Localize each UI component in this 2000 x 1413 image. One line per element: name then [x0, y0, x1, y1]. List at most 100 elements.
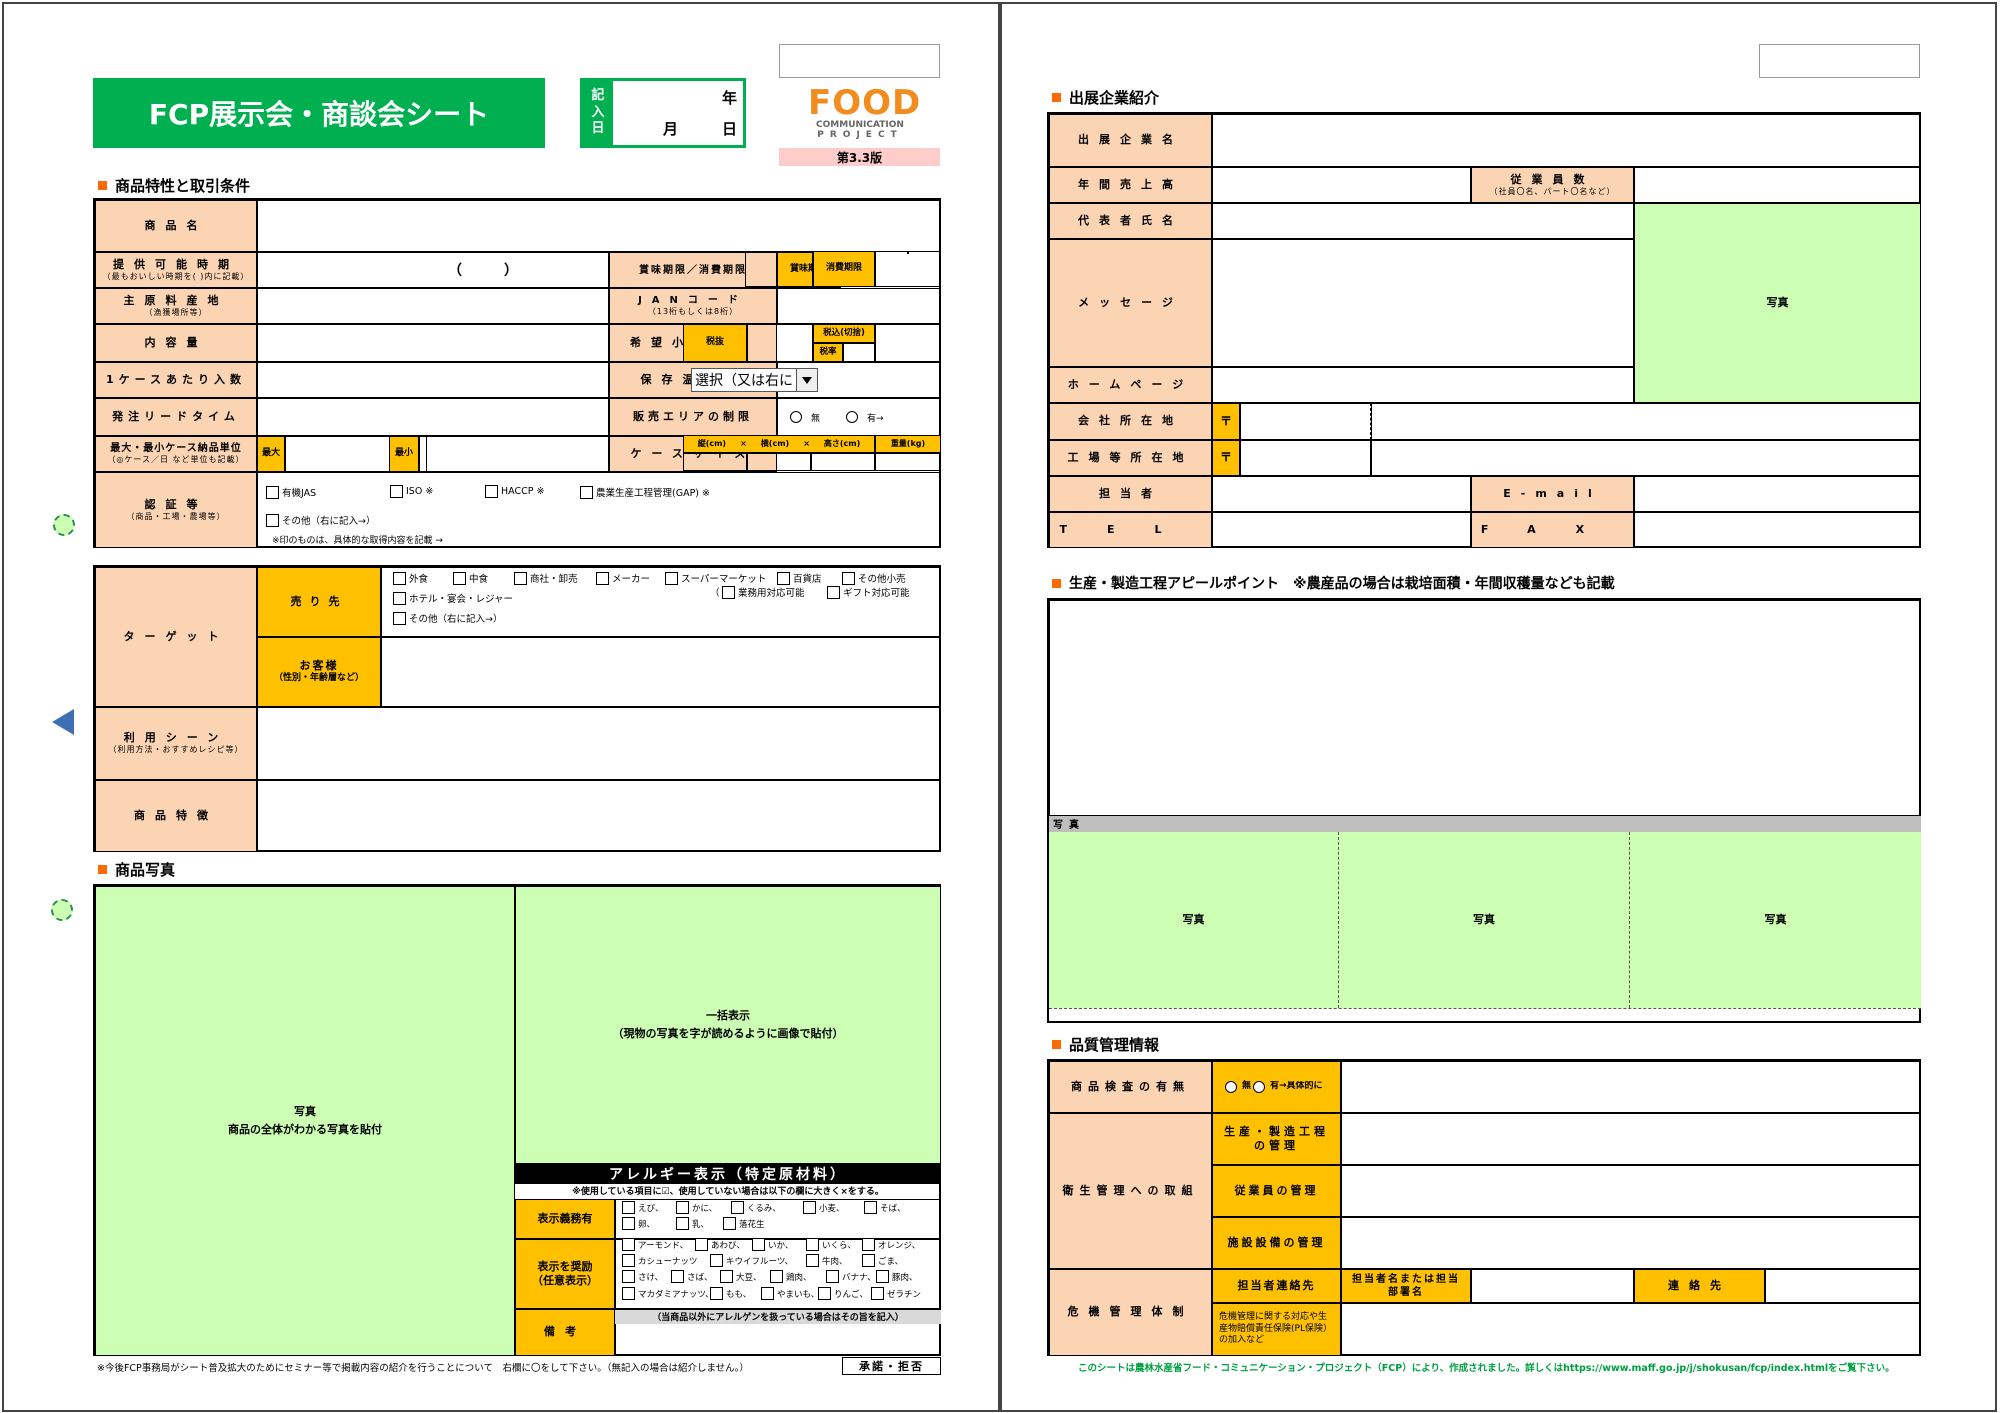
fax-input[interactable]	[1634, 512, 1921, 548]
jan-input[interactable]	[777, 288, 941, 324]
allergy-shrimp[interactable]: えび、	[622, 1201, 664, 1214]
price-in-input[interactable]	[875, 324, 941, 362]
customer-input[interactable]	[381, 637, 941, 707]
allergy-peach[interactable]: もも、	[710, 1287, 751, 1300]
zip-input[interactable]	[1240, 403, 1371, 440]
photo-main[interactable]: 写真商品の全体がわかる写真を貼付	[95, 886, 515, 1356]
allergy-ikura[interactable]: いくら、	[806, 1238, 856, 1251]
allergy-milk[interactable]: 乳、	[676, 1217, 709, 1230]
allergy-wheat[interactable]: 小麦、	[803, 1201, 845, 1214]
allergy-abalone[interactable]: あわび、	[695, 1238, 745, 1251]
size-w-input[interactable]	[747, 453, 811, 471]
seller-maker[interactable]: メーカー	[596, 571, 650, 585]
hygiene-input-2[interactable]	[1341, 1165, 1921, 1217]
insp-yes-radio[interactable]	[1253, 1081, 1266, 1093]
seller-supermarket[interactable]: スーパーマーケット	[665, 571, 766, 585]
allergy-apple[interactable]: りんご、	[818, 1287, 868, 1300]
size-h-input[interactable]	[683, 453, 747, 471]
allergy-chicken[interactable]: 鶏肉、	[770, 1270, 812, 1283]
appeal-photo-3[interactable]: 写真	[1630, 832, 1921, 1008]
cert-jas[interactable]: 有機JAS	[266, 485, 316, 499]
allergy-cashew[interactable]: カシューナッツ	[622, 1254, 698, 1267]
allergy-almond[interactable]: アーモンド、	[622, 1238, 688, 1251]
supply-period-input[interactable]: （ ）	[257, 252, 609, 288]
allergy-macadamia[interactable]: マカダミアナッツ、	[622, 1287, 714, 1300]
appeal-input[interactable]	[1049, 600, 1921, 816]
price-tax-input[interactable]	[843, 343, 875, 362]
corner-box-right[interactable]	[1759, 44, 1920, 78]
consent-field[interactable]: 承諾・拒否	[842, 1357, 941, 1375]
allergy-salmon[interactable]: さけ、	[622, 1270, 663, 1283]
seller-other[interactable]: その他（右に記入→）	[393, 611, 502, 625]
allergy-walnut[interactable]: くるみ、	[731, 1201, 781, 1214]
seller-restaurant[interactable]: 外食	[393, 571, 428, 585]
tel-input[interactable]	[1212, 512, 1471, 548]
seller-business[interactable]: 業務用対応可能	[722, 585, 805, 599]
seller-dept[interactable]: 百貨店	[777, 571, 822, 585]
contact-tel-input[interactable]	[1765, 1269, 1921, 1303]
allergy-squid[interactable]: いか、	[752, 1238, 793, 1251]
scene-input[interactable]	[257, 707, 941, 780]
allergy-yam[interactable]: やまいも、	[761, 1287, 819, 1300]
product-name-input[interactable]	[257, 200, 941, 252]
allergy-mackerel[interactable]: さば、	[671, 1270, 713, 1283]
area-none-radio[interactable]	[790, 411, 802, 423]
case-max-input[interactable]	[285, 436, 427, 472]
cert-iso[interactable]: ISO ※	[390, 485, 433, 498]
person-input[interactable]	[1212, 476, 1471, 512]
cert-other[interactable]: その他（右に記入→）	[266, 513, 375, 527]
company-input[interactable]	[1212, 114, 1921, 167]
size-d-input[interactable]	[811, 453, 875, 471]
size-wt-input[interactable]	[875, 453, 941, 471]
message-input[interactable]	[1212, 239, 1634, 367]
drag-circle-bottom[interactable]	[51, 899, 73, 921]
allergy-orange[interactable]: オレンジ、	[862, 1238, 920, 1251]
appeal-photo-1[interactable]: 写真	[1049, 832, 1339, 1008]
lead-time-input[interactable]	[257, 398, 609, 436]
per-case-input[interactable]	[257, 362, 609, 398]
cert-haccp[interactable]: HACCP ※	[485, 485, 544, 498]
price-ex-input[interactable]	[747, 324, 813, 362]
zip2-input[interactable]	[1240, 440, 1371, 476]
allergy-crab[interactable]: かに、	[676, 1201, 717, 1214]
company-photo[interactable]: 写真	[1634, 203, 1921, 403]
appeal-photo-caption[interactable]	[1049, 1008, 1921, 1023]
cert-gap[interactable]: 農業生産工程管理(GAP) ※	[580, 485, 710, 499]
allergy-peanut[interactable]: 落花生	[723, 1217, 765, 1230]
appeal-photo-2[interactable]: 写真	[1339, 832, 1630, 1008]
contact-name-input[interactable]	[1471, 1269, 1634, 1303]
allergy-pork[interactable]: 豚肉、	[876, 1270, 918, 1283]
chevron-down-icon[interactable]	[796, 369, 817, 391]
seller-deli[interactable]: 中食	[453, 571, 488, 585]
seller-wholesale[interactable]: 商社・卸売	[514, 571, 578, 585]
allergy-beef[interactable]: 牛肉、	[806, 1254, 848, 1267]
email-input[interactable]	[1634, 476, 1921, 512]
expiry-best-input[interactable]	[745, 251, 813, 287]
storage-select[interactable]: 選択（又は右に	[691, 368, 818, 392]
origin-input[interactable]	[257, 288, 609, 324]
allergy-kiwi[interactable]: キウイフルーツ、	[710, 1254, 793, 1267]
content-input[interactable]	[257, 324, 609, 362]
photo-label[interactable]: 一括表示（現物の写真を字が読めるように画像で貼付）	[515, 886, 941, 1164]
address-input[interactable]	[1371, 403, 1921, 440]
entry-date-field[interactable]: 年 月 日	[613, 81, 743, 145]
homepage-input[interactable]	[1212, 367, 1634, 403]
inspection-input[interactable]	[1341, 1061, 1921, 1113]
expiry-use-input[interactable]	[875, 251, 941, 287]
allergy-soy[interactable]: 大豆、	[720, 1270, 762, 1283]
allergy-banana[interactable]: バナナ、	[826, 1270, 876, 1283]
allergy-soba[interactable]: そば、	[864, 1201, 906, 1214]
collapse-arrow-icon[interactable]	[52, 709, 74, 735]
feature-input[interactable]	[257, 780, 941, 852]
hygiene-input-1[interactable]	[1341, 1113, 1921, 1165]
area-yes-radio[interactable]	[846, 411, 859, 423]
seller-hotel[interactable]: ホテル・宴会・レジャー	[393, 591, 513, 605]
insp-none-radio[interactable]	[1225, 1081, 1237, 1093]
seller-other-retail[interactable]: その他小売	[842, 571, 906, 585]
insurance-input[interactable]	[1341, 1303, 1921, 1356]
allergy-sesame[interactable]: ごま、	[862, 1254, 903, 1267]
employees-input[interactable]	[1634, 167, 1921, 203]
factory-input[interactable]	[1371, 440, 1921, 476]
drag-circle-top[interactable]	[53, 514, 75, 536]
ceo-input[interactable]	[1212, 203, 1634, 239]
